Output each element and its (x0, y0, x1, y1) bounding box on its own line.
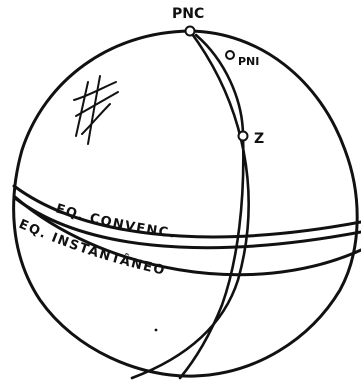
zenith-label: Z (254, 131, 264, 147)
meridian-zenith (180, 35, 243, 378)
hatch-stroke (88, 76, 100, 144)
ink-dot (155, 329, 158, 332)
hatch-marks (74, 76, 118, 144)
hatch-stroke (82, 104, 110, 134)
sphere-outline (14, 31, 358, 376)
pnc-point (186, 27, 195, 36)
hatch-stroke (76, 82, 88, 136)
pni-point (226, 51, 234, 59)
zenith-point (239, 132, 248, 141)
pnc-label: PNC (172, 6, 204, 22)
pni-label: PNI (238, 55, 259, 68)
